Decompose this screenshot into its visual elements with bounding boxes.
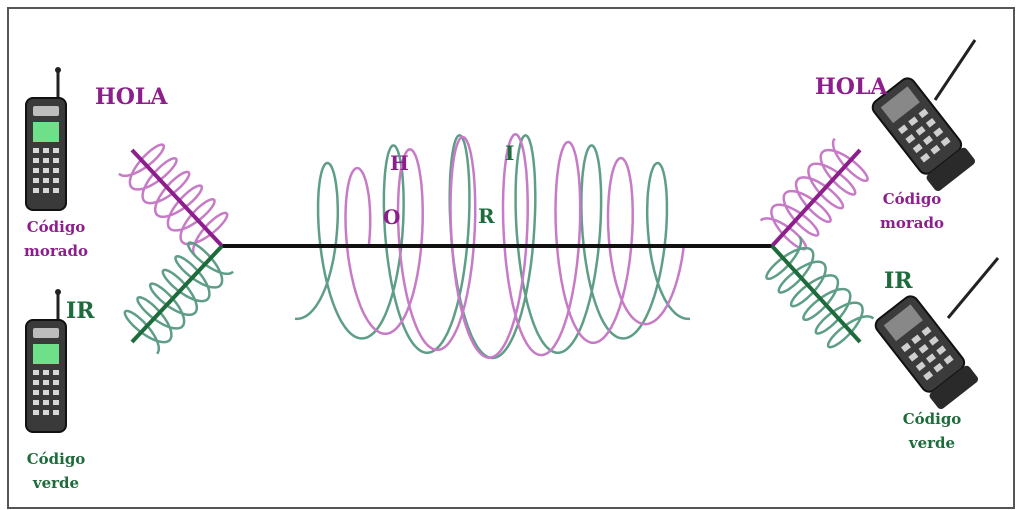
left-message-purple: HOLA bbox=[95, 84, 168, 110]
left-code-green-line1: Código bbox=[27, 450, 86, 468]
center-letter-o: O bbox=[383, 205, 400, 229]
center-letter-r: R bbox=[478, 204, 495, 228]
right-code-purple-line2: morado bbox=[880, 214, 944, 232]
right-message-purple: HOLA bbox=[815, 74, 888, 100]
left-code-purple-line1: Código bbox=[27, 218, 86, 236]
right-code-green-line2: verde bbox=[908, 434, 955, 452]
center-letter-i: I bbox=[505, 141, 514, 165]
left-code-purple-line2: morado bbox=[24, 242, 88, 260]
right-message-green: IR bbox=[884, 268, 913, 294]
center-letter-h: H bbox=[390, 151, 409, 175]
left-code-green-line2: verde bbox=[32, 474, 79, 492]
right-code-green-line1: Código bbox=[903, 410, 962, 428]
right-code-purple-line1: Código bbox=[883, 190, 942, 208]
left-message-green: IR bbox=[66, 298, 95, 324]
